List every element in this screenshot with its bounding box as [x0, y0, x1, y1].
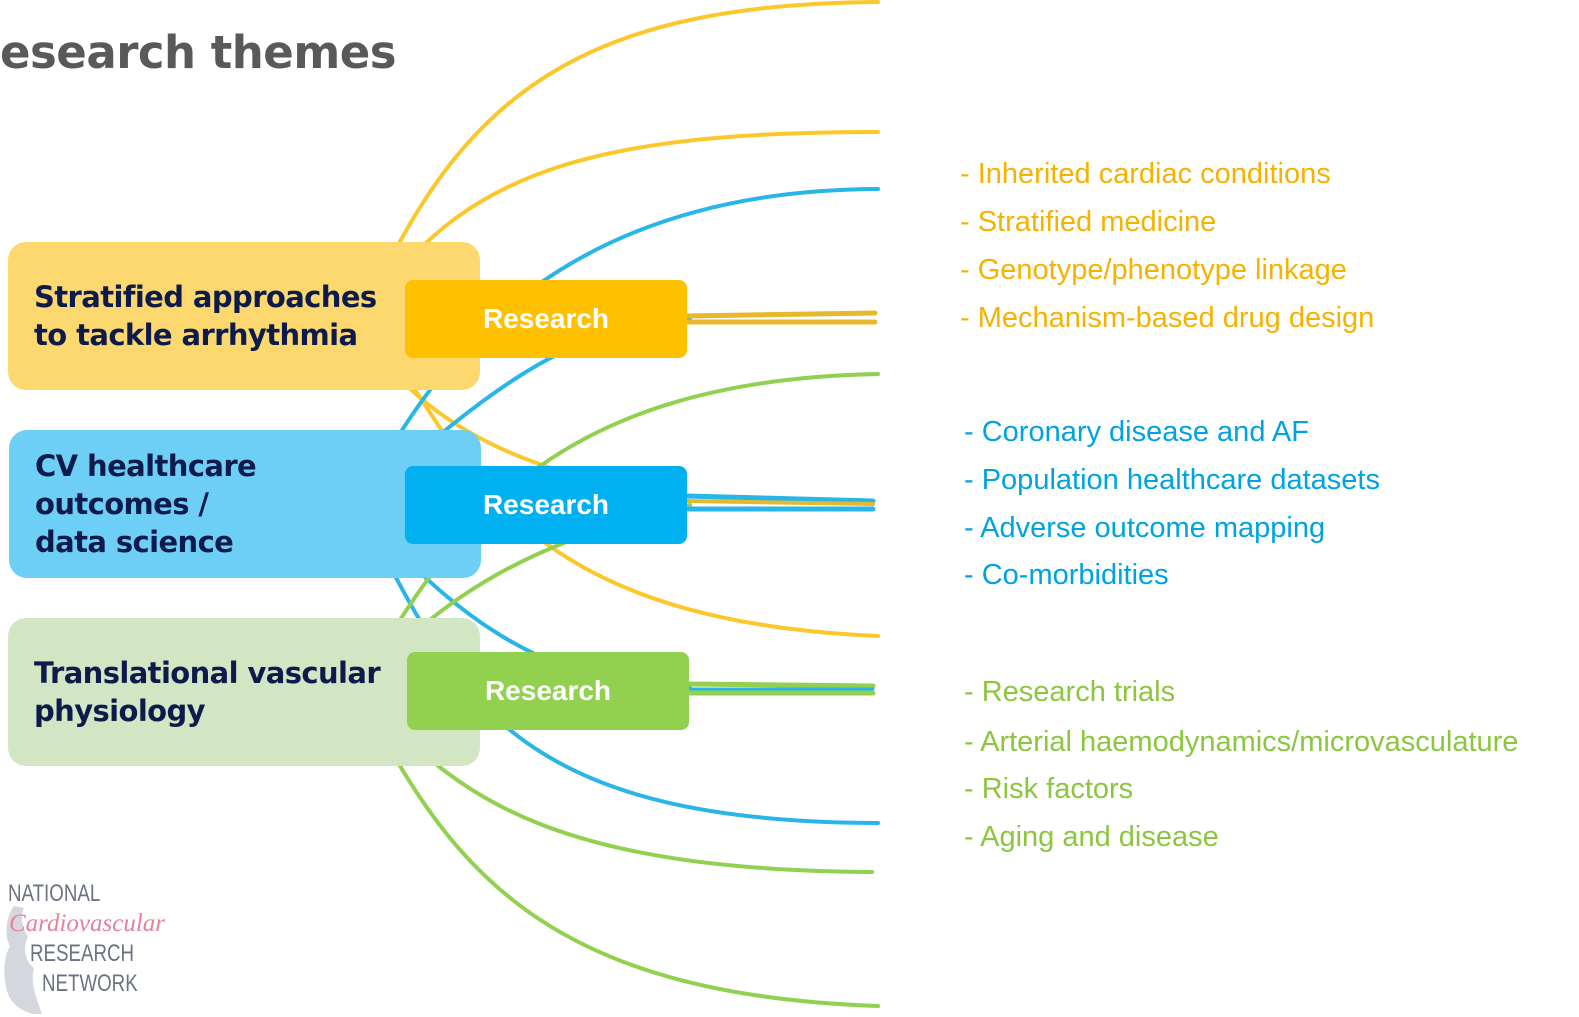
connector-yellow-1	[376, 0, 880, 287]
trail-yellow	[683, 310, 878, 325]
trail-blue-y	[684, 499, 875, 506]
network-logo: NATIONAL Cardiovascular RESEARCH NETWORK	[0, 876, 170, 1016]
theme-box-arrhythmia: Stratified approaches to tackle arrhythm…	[8, 242, 480, 390]
theme-label-vascular: Translational vascular physiology	[34, 656, 381, 728]
trail-blue	[683, 493, 876, 512]
logo-line-network: NETWORK	[42, 970, 138, 997]
topic-item: - Inherited cardiac conditions	[960, 158, 1331, 190]
research-pill-arrhythmia: Research	[405, 280, 687, 358]
theme-label-arrhythmia: Stratified approaches to tackle arrhythm…	[34, 280, 377, 352]
topic-item: - Coronary disease and AF	[964, 416, 1309, 448]
theme-box-data-science: CV healthcare outcomes / data science	[9, 430, 481, 578]
topic-item: - Genotype/phenotype linkage	[960, 254, 1347, 286]
topic-item: - Adverse outcome mapping	[964, 512, 1326, 544]
logo-line-national: NATIONAL	[8, 880, 101, 907]
topic-item: - Arterial haemodynamics/microvasculatur…	[964, 726, 1519, 758]
logo-line-cardiovascular: Cardiovascular	[9, 910, 166, 937]
research-pill-vascular: Research	[407, 652, 689, 730]
page-title: esearch themes	[0, 26, 397, 79]
topic-item: - Aging and disease	[964, 821, 1219, 853]
theme-box-vascular: Translational vascular physiology	[8, 618, 480, 766]
topic-item: - Mechanism-based drug design	[960, 302, 1375, 334]
topic-item: - Stratified medicine	[960, 206, 1217, 238]
connector-green-4	[373, 720, 880, 1008]
research-pill-data-science: Research	[405, 466, 687, 544]
topic-item: - Co-morbidities	[964, 559, 1169, 591]
theme-label-data-science: CV healthcare outcomes / data science	[35, 449, 257, 559]
map-silhouette-icon	[4, 906, 42, 1014]
trail-green	[685, 681, 876, 696]
topic-item: - Research trials	[964, 676, 1176, 708]
logo-line-research: RESEARCH	[30, 940, 135, 967]
topic-item: - Population healthcare datasets	[964, 464, 1380, 496]
topic-item: - Risk factors	[964, 773, 1134, 805]
